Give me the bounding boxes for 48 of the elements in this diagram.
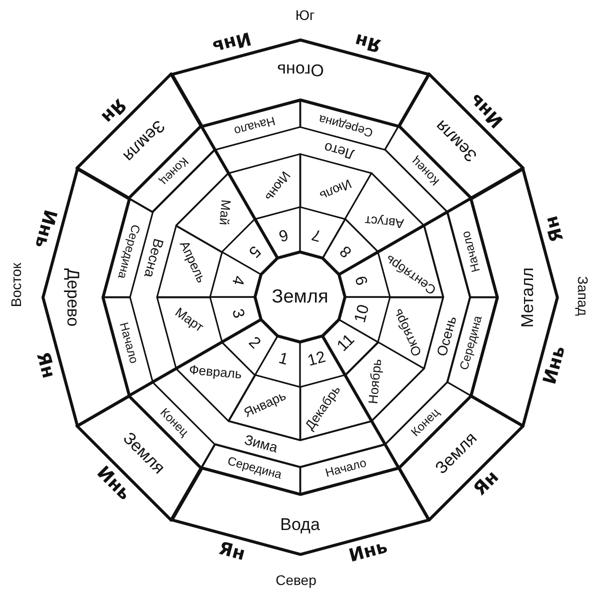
yin-yang-label: Ян <box>216 540 247 564</box>
yin-yang-label: Инь <box>31 208 59 250</box>
element-name: Металл <box>518 266 536 328</box>
element-cell <box>75 72 204 200</box>
yin-yang-label: Ян <box>471 468 502 500</box>
month-number: 3 <box>228 307 246 320</box>
month-number: 7 <box>310 225 324 244</box>
phase-label: Начало <box>324 456 368 480</box>
month-number: 4 <box>228 274 246 287</box>
yin-yang-label: Ян <box>542 214 568 244</box>
center-label: Земля <box>272 288 328 306</box>
month-number: 10 <box>352 303 373 324</box>
month-name: Февраль <box>188 362 242 380</box>
element-name: Огонь <box>276 62 324 78</box>
phase-label: Начало <box>118 321 140 365</box>
month-number: 2 <box>245 334 263 352</box>
month-name: Август <box>364 214 404 230</box>
compass-direction-label: Север <box>276 573 316 587</box>
month-number: 5 <box>245 242 263 260</box>
month-number: 11 <box>334 331 358 354</box>
season-name: Зима <box>242 432 279 454</box>
season-name: Весна <box>142 236 166 279</box>
element-cell <box>75 394 204 522</box>
compass-direction-label: Запад <box>576 276 590 316</box>
month-number: 12 <box>306 350 328 370</box>
element-cell <box>396 72 525 200</box>
element-cell <box>396 394 525 522</box>
month-name: Июль <box>318 177 354 203</box>
element-name: Вода <box>280 515 320 532</box>
month-number: 9 <box>354 274 372 287</box>
month-name: Ноябрь <box>366 358 384 404</box>
yin-yang-label: Инь <box>210 28 253 56</box>
phase-label: Начало <box>232 114 276 138</box>
yin-yang-label: Инь <box>347 538 390 566</box>
month-number: 1 <box>276 350 290 369</box>
element-name: Дерево <box>64 268 82 326</box>
month-number: 8 <box>337 242 355 260</box>
phase-label: Начало <box>460 229 482 273</box>
season-name: Осень <box>434 314 458 358</box>
compass-direction-label: Юг <box>295 8 315 22</box>
month-number: 6 <box>276 225 290 244</box>
month-name: Май <box>218 199 233 226</box>
yin-yang-label: Ян <box>353 30 384 54</box>
season-name: Лето <box>322 140 356 162</box>
yin-yang-label: Ян <box>32 350 58 380</box>
compass-direction-label: Восток <box>9 262 23 308</box>
yin-yang-label: Инь <box>541 344 569 386</box>
yin-yang-label: Ян <box>98 94 129 126</box>
